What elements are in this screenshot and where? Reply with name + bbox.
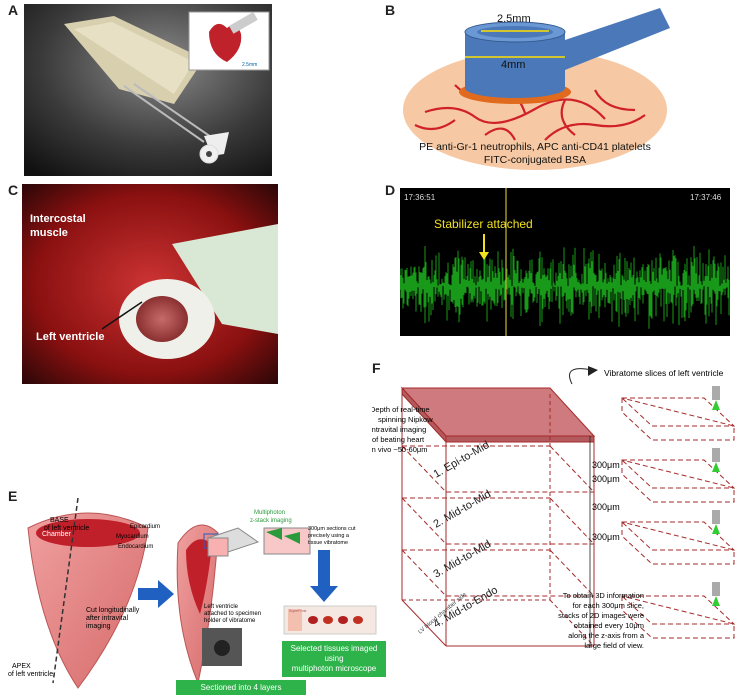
depth-label-line4: of beating heart [372,435,425,444]
layer-label-2: 2. Mid-to-Mid [432,488,494,530]
thickness-label-1: 300μm [592,460,620,470]
panel-b-caption-line1: PE anti-Gr-1 neutrophils, APC anti-CD41 … [419,141,651,153]
panel-letter-e: E [8,488,18,504]
multiphoton-label-line1: Multiphoton [254,510,285,516]
layer-label-1: 1. Epi-to-Mid [432,439,492,481]
thickness-label-4: 300μm [592,532,620,542]
apex-label-line1: APEX [12,663,31,670]
muscle-label-line2: muscle [30,227,68,239]
blue-arrow-right [138,580,174,608]
lv-attached-line2: attached to specimen [204,611,261,617]
info-line1: To obtain 3D information [563,591,644,600]
panel-letter-a: A [8,2,19,18]
half-heart [176,524,219,685]
multiphoton-label-line2: z-stack imaging [250,518,292,524]
curved-arrow [569,368,593,385]
stabilizer-arm [172,224,278,334]
stabilizer-handle [64,16,229,164]
trace-end-time: 17:37:46 [690,193,722,202]
depth-label-line3: intravital imaging [372,425,426,434]
slide-with-tissues [283,605,377,635]
ventricle-pointer [101,301,143,330]
thickness-label-3: 300μm [592,502,620,512]
thickness-label-2: 300μm [592,474,620,484]
lv-attached-line3: holder of vibratome [204,618,256,624]
depth-label-line2: spinning Nipkow [378,415,433,424]
selected-tissues-line1: Selected tissues imaged using [290,644,378,663]
green-signal-trace [400,245,730,329]
top-dimension-label: 2.5mm [497,13,531,25]
cut-label-line1: Cut longitudinally [86,607,140,614]
info-line6: large field of view. [584,641,644,650]
panel-a-photo: 2.5mm [24,4,272,176]
slide-label: SuperFrost [289,609,306,613]
sectioned-label: Sectioned into 4 layers [176,680,306,695]
info-line5: along the z-axis from a [568,631,645,640]
selected-tissues-line2: multiphoton microscope [291,664,377,673]
ventricle-label: Left ventricle [36,331,104,343]
vibratome-sections [263,527,311,555]
sections-label-line3: tissue vibratome [308,540,348,546]
stabilizer-cylinder [464,8,670,98]
stabilizer-attached-label: Stabilizer attached [434,217,533,231]
vibratome-title: Vibratome slices of left ventricle [604,368,724,378]
sample-block [206,527,260,557]
chamber-label: Chamber [42,531,71,538]
left-ventricle-window [136,296,188,342]
panel-letter-b: B [385,2,396,18]
cut-label-line3: imaging [86,623,111,630]
layer-label-3: 3. Mid-to-Mid [432,538,494,580]
myocardium-label: Myocardium [116,534,149,540]
panel-letter-c: C [8,182,19,198]
microscope-objectives [712,386,720,606]
selected-tissues-label: Selected tissues imaged using multiphoto… [282,641,386,677]
side-dimension-label: 4mm [501,59,525,71]
trace-start-time: 17:36:51 [404,193,436,202]
tissue-block [400,386,596,647]
whole-heart [27,497,149,689]
panel-e-diagram: BASE of left ventricle Chamber Cut longi… [8,497,377,689]
trace-waveform [400,245,730,329]
depth-label-line5: in vivo ~50-60μm [372,445,427,454]
base-label-line1: BASE [50,517,69,524]
slice-stack [620,397,736,639]
apex-label-line2: of left ventricle [8,671,53,678]
cut-label-line2: after intravital [86,615,128,622]
panel-b-diagram: 2.5mm 4mm PE anti-Gr-1 neutrophils, APC … [403,8,670,170]
sections-label-line2: precisely using a [308,533,350,539]
epicardium-label: Epicardium [130,524,160,530]
panel-f-diagram: 1. Epi-to-Mid 2. Mid-to-Mid 3. Mid-to-Mi… [372,366,736,650]
inset-scale-label: 2.5mm [242,62,257,68]
info-line2: for each 300μm slice, [573,601,644,610]
panel-c-photo: Intercostal muscle Left ventricle [22,184,278,384]
inset-heart-image: 2.5mm [188,11,270,71]
endocardium-label: Endocardium [118,544,153,550]
sections-label-line1: 300μm sections cut [308,526,356,532]
base-label-line2: of left ventricle [44,525,89,532]
info-line4: obtained every 10μm [574,621,644,630]
panel-b-caption-line2: FITC-conjugated BSA [484,154,586,166]
panel-letter-d: D [385,182,396,198]
lv-attached-line1: Left ventricle [204,604,239,610]
blue-arrow-down [310,550,338,602]
muscle-label-line1: Intercostal [30,213,86,225]
info-line3: stacks of 2D images were [558,611,644,620]
panel-letter-f: F [372,360,381,376]
depth-label-line1: Depth of real-time [372,405,430,414]
panel-d-trace: 17:36:51 17:37:46 Stabilizer attached [400,188,730,336]
